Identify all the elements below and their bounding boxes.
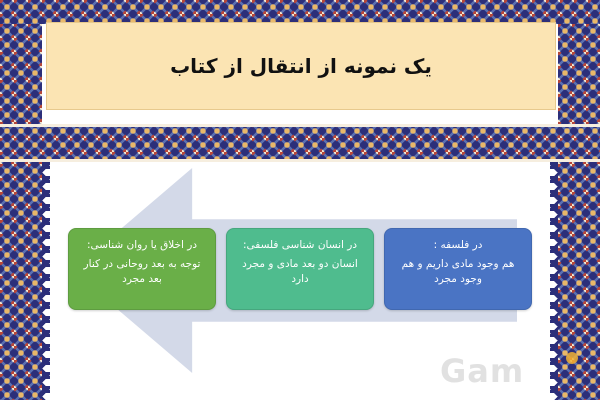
ornamental-band: [0, 124, 600, 162]
watermark-logo: Gam: [440, 352, 525, 390]
card-philosophy: در فلسفه : هم وجود مادی داریم و هم وجود …: [384, 228, 532, 310]
card-heading: در اخلاق یا روان شناسی:: [86, 239, 198, 251]
watermark-dot-icon: [566, 352, 578, 364]
title-panel: یک نمونه از انتقال از کتاب: [46, 22, 556, 110]
card-body: توجه به بعد روحانی در کنار بعد مجرد: [83, 258, 201, 285]
card-body: هم وجود مادی داریم و هم وجود مجرد: [401, 258, 515, 285]
ornamental-border-right: [558, 24, 600, 400]
card-ethics-psychology: در اخلاق یا روان شناسی: توجه به بعد روحا…: [68, 228, 216, 310]
slide-title: یک نمونه از انتقال از کتاب: [170, 54, 432, 78]
card-body: انسان دو بعد مادی و مجرد دارد: [242, 258, 358, 285]
card-heading: در فلسفه :: [433, 239, 483, 251]
zigzag-edge-left: [42, 162, 50, 400]
ornamental-border-left: [0, 24, 42, 400]
ornament-divider: [0, 159, 600, 162]
zigzag-edge-right: [550, 162, 558, 400]
card-heading: در انسان شناسی فلسفی:: [242, 239, 358, 251]
ornamental-border-top: [0, 0, 600, 24]
ornament-divider: [0, 124, 600, 127]
card-philosophical-anthropology: در انسان شناسی فلسفی: انسان دو بعد مادی …: [226, 228, 374, 310]
